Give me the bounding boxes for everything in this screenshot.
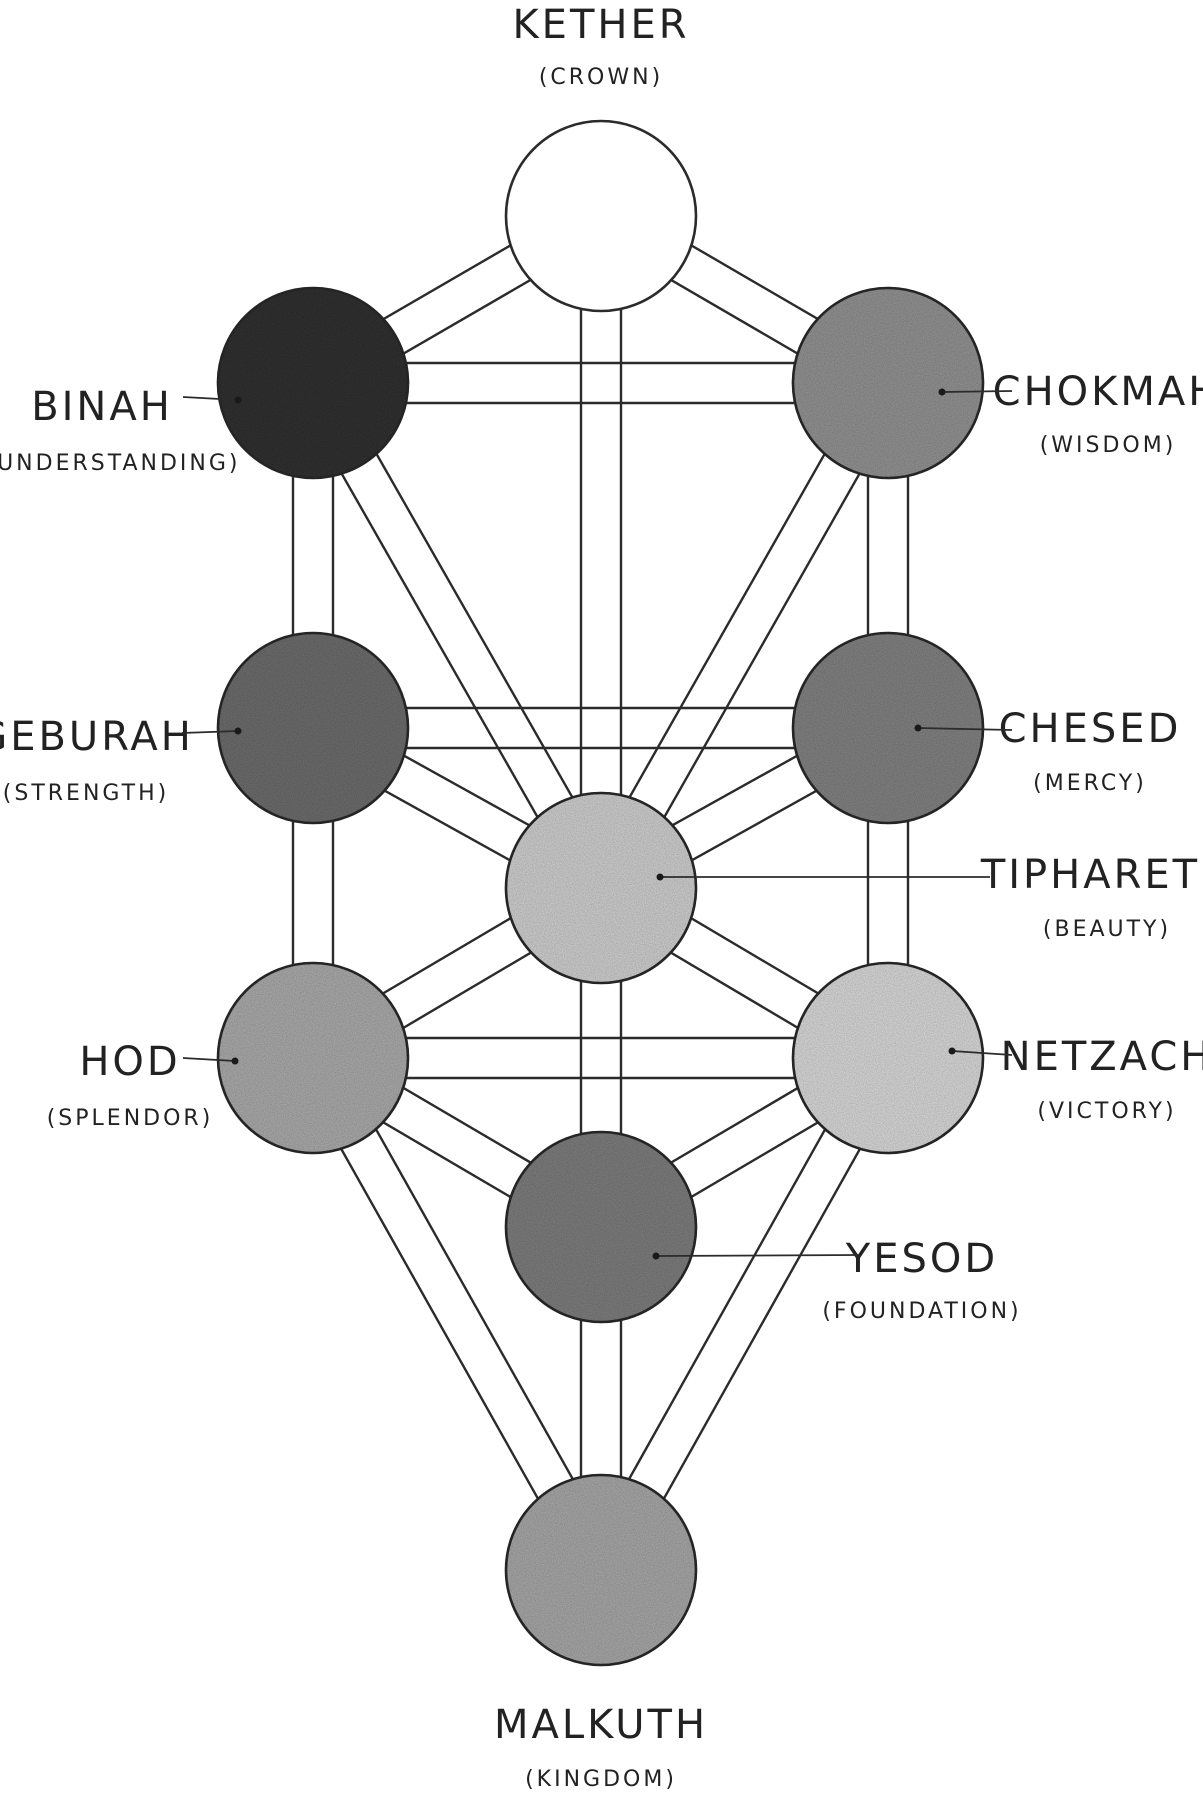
sephirah-name: KETHER xyxy=(512,2,689,48)
sephirah-meaning: (MERCY) xyxy=(1033,771,1147,796)
path-rail xyxy=(294,1066,585,1582)
sephirah-binah xyxy=(216,286,410,480)
path-rail xyxy=(617,1066,907,1582)
label-tiphareth: TIPHARETH (BEAUTY) xyxy=(980,852,1203,942)
sephirah-meaning: (FOUNDATION) xyxy=(822,1299,1021,1324)
sephirah-meaning: (SPLENDOR) xyxy=(47,1106,214,1131)
sephirah-name: MALKUTH xyxy=(494,1702,708,1748)
sephirah-name: HOD xyxy=(79,1039,180,1085)
sephirah-meaning: (CROWN) xyxy=(539,65,663,90)
label-yesod: YESOD (FOUNDATION) xyxy=(822,1236,1021,1324)
leader-netzach xyxy=(951,1050,1013,1056)
sephirah-name: GEBURAH xyxy=(0,714,194,760)
sephirah-hod xyxy=(216,961,410,1155)
sephirah-meaning: (WISDOM) xyxy=(1040,433,1177,458)
path-netzach-hod xyxy=(311,1036,890,1080)
leader-dot-tiphareth xyxy=(656,873,664,881)
sephirah-name: BINAH xyxy=(31,384,173,430)
path-binah-tiphareth xyxy=(294,371,620,900)
sephirah-meaning: (STRENGTH) xyxy=(3,781,169,806)
sephirah-netzach xyxy=(791,961,985,1155)
path-rail xyxy=(582,1046,872,1562)
leader-hod xyxy=(182,1057,236,1062)
sephirah-kether xyxy=(504,119,698,313)
path-chokmah-tiphareth xyxy=(582,371,907,900)
leader-geburah xyxy=(181,730,239,734)
sephirah-meaning: (VICTORY) xyxy=(1037,1099,1176,1124)
label-binah: BINAH (UNDERSTANDING) xyxy=(0,384,241,476)
path-rail xyxy=(329,1046,620,1562)
sephirah-name: YESOD xyxy=(845,1236,998,1282)
sephirah-chokmah xyxy=(791,286,985,480)
sephiroth-layer xyxy=(216,119,985,1667)
label-chokmah: CHOKMAH (WISDOM) xyxy=(993,369,1203,458)
sephirah-tiphareth xyxy=(504,791,698,985)
label-malkuth: MALKUTH (KINGDOM) xyxy=(494,1702,708,1792)
sephirah-yesod xyxy=(504,1130,698,1324)
sephirah-chesed xyxy=(791,631,985,825)
path-rail xyxy=(617,391,907,900)
leader-lines xyxy=(181,388,1013,1260)
leader-yesod xyxy=(655,1254,859,1257)
leader-dot-hod xyxy=(231,1057,239,1065)
leader-chokmah xyxy=(941,390,1013,393)
label-hod: HOD (SPLENDOR) xyxy=(47,1039,214,1131)
label-netzach: NETZACH (VICTORY) xyxy=(1001,1034,1203,1124)
sephirah-meaning: (BEAUTY) xyxy=(1043,917,1171,942)
sephirah-name: TIPHARETH xyxy=(980,852,1203,898)
sephirah-name: CHESED xyxy=(999,706,1182,752)
label-kether: KETHER (CROWN) xyxy=(512,2,689,90)
leader-dot-netzach xyxy=(948,1047,956,1055)
leader-dot-chokmah xyxy=(938,388,946,396)
path-chesed-geburah xyxy=(311,706,890,750)
label-geburah: GEBURAH (STRENGTH) xyxy=(0,714,194,806)
path-rail xyxy=(329,371,620,880)
path-rail xyxy=(294,391,585,900)
path-kether-tiphareth xyxy=(579,214,623,890)
sephirah-meaning: (KINGDOM) xyxy=(525,1767,677,1792)
sephirah-geburah xyxy=(216,631,410,825)
path-netzach-malkuth xyxy=(582,1046,907,1582)
leader-dot-binah xyxy=(234,396,242,404)
path-hod-malkuth xyxy=(294,1046,620,1582)
sephirah-malkuth xyxy=(504,1473,698,1667)
sephirah-meaning: (UNDERSTANDING) xyxy=(0,451,241,476)
sephirah-name: CHOKMAH xyxy=(993,369,1203,415)
path-rail xyxy=(582,371,872,880)
leader-binah xyxy=(182,396,239,401)
label-chesed: CHESED (MERCY) xyxy=(999,706,1182,796)
sephirah-name: NETZACH xyxy=(1001,1034,1203,1080)
path-chokmah-binah xyxy=(311,361,890,405)
leader-dot-yesod xyxy=(652,1252,660,1260)
leader-dot-geburah xyxy=(234,727,242,735)
leader-dot-chesed xyxy=(914,724,922,732)
leader-chesed xyxy=(917,727,1013,731)
